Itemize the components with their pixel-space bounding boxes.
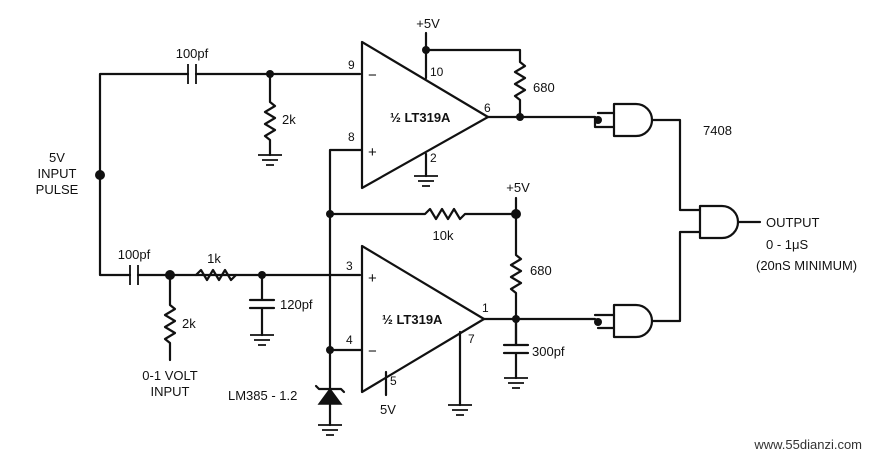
comparator-top-pin-gnd: 2 [430, 151, 437, 165]
and-gate-output: 7408 [698, 123, 762, 240]
input-pulse-network [95, 72, 362, 277]
comparator-top-plus-sign: + [368, 144, 377, 161]
bottom-supply-network: 5V [380, 315, 597, 417]
comparator-top: ½ LT319A − + 9 8 10 2 6 [348, 40, 491, 190]
input-pulse-label-line2: INPUT [38, 166, 77, 181]
capacitor-c-output: 300pf [502, 317, 565, 389]
comparator-top-pin-minus: 9 [348, 58, 355, 72]
capacitor-c-bottom-value: 100pf [118, 247, 151, 262]
zener-diode-icon [317, 387, 343, 405]
top-output-junction [516, 113, 524, 121]
comparator-bottom-minus-sign: − [368, 343, 377, 360]
ground-symbol-6 [318, 424, 342, 436]
resistor-r-feedback: 10k [328, 207, 518, 243]
capacitor-c-filter-value: 120pf [280, 297, 313, 312]
capacitor-c-top: 100pf [176, 46, 209, 84]
resistor-r-top-value: 2k [282, 112, 296, 127]
comparator-bottom-pin-plus: 3 [346, 259, 353, 273]
comparator-top-minus-sign: − [368, 67, 377, 84]
output-label: OUTPUT 0 - 1μS (20nS MINIMUM) [756, 215, 857, 273]
volt-input-label: 0-1 VOLT INPUT [142, 368, 197, 399]
comparator-top-pin-out: 6 [484, 101, 491, 115]
volt-input-label-line2: INPUT [151, 384, 190, 399]
input-pulse-label-line1: 5V [49, 150, 65, 165]
comparator-bottom-name: ½ LT319A [382, 312, 443, 327]
input-pulse-label: 5V INPUT PULSE [36, 150, 79, 197]
gate-part-label: 7408 [703, 123, 732, 138]
input-junction [95, 170, 105, 180]
ground-symbol-4 [448, 404, 472, 416]
resistor-pullup-bottom-value: 680 [530, 263, 552, 278]
capacitor-c-filter: 120pf [248, 271, 313, 346]
output-label-line1: OUTPUT [766, 215, 820, 230]
and-gate-top [593, 102, 702, 212]
and-gate-bottom [593, 230, 702, 339]
capacitor-c-top-value: 100pf [176, 46, 209, 61]
ground-symbol-3 [414, 175, 438, 187]
comparator-bottom-plus-sign: + [368, 270, 377, 287]
ground-symbol-1 [258, 154, 282, 166]
comparator-bottom-pin-vee: 5 [390, 374, 397, 388]
top-supply-junction [422, 46, 430, 54]
top-supply-label: +5V [416, 16, 440, 31]
resistor-r-top: 2k [258, 70, 296, 166]
top-supply-network: +5V 680 [414, 16, 597, 187]
resistor-r-bottom: 2k [163, 270, 196, 362]
zener-reference: LM385 - 1.2 [228, 384, 346, 436]
comparator-top-name: ½ LT319A [390, 110, 451, 125]
comparator-top-pin-vcc: 10 [430, 65, 444, 79]
resistor-r-bottom-value: 2k [182, 316, 196, 331]
output-label-line3: (20nS MINIMUM) [756, 258, 857, 273]
mid-supply-junction [511, 209, 521, 219]
comparator-top-pin-plus: 8 [348, 130, 355, 144]
resistor-r-series: 1k [194, 251, 238, 282]
comparator-bottom-pin-out: 1 [482, 301, 489, 315]
ground-symbol-2 [250, 334, 274, 346]
capacitor-c-bottom: 100pf [118, 247, 151, 285]
comparator-bottom-pin-gnd: 7 [468, 332, 475, 346]
mid-supply-label: +5V [506, 180, 530, 195]
zener-reference-label: LM385 - 1.2 [228, 388, 297, 403]
volt-input-label-line1: 0-1 VOLT [142, 368, 197, 383]
bottom-supply-label: 5V [380, 402, 396, 417]
output-label-line2: 0 - 1μS [766, 237, 809, 252]
input-pulse-label-line3: PULSE [36, 182, 79, 197]
resistor-pullup-top-value: 680 [533, 80, 555, 95]
reference-network [326, 148, 364, 392]
comparator-bottom-pin-minus: 4 [346, 333, 353, 347]
and-gate-bottom-input-junction [594, 318, 602, 326]
watermark: www.55dianzi.com [753, 437, 862, 452]
resistor-r-feedback-value: 10k [433, 228, 454, 243]
ground-symbol-5 [504, 377, 528, 389]
resistor-r-series-value: 1k [207, 251, 221, 266]
capacitor-c-output-value: 300pf [532, 344, 565, 359]
comparator-bottom: ½ LT319A + − 3 4 7 5 1 [346, 244, 489, 394]
mid-supply-network: +5V 680 [506, 180, 552, 347]
